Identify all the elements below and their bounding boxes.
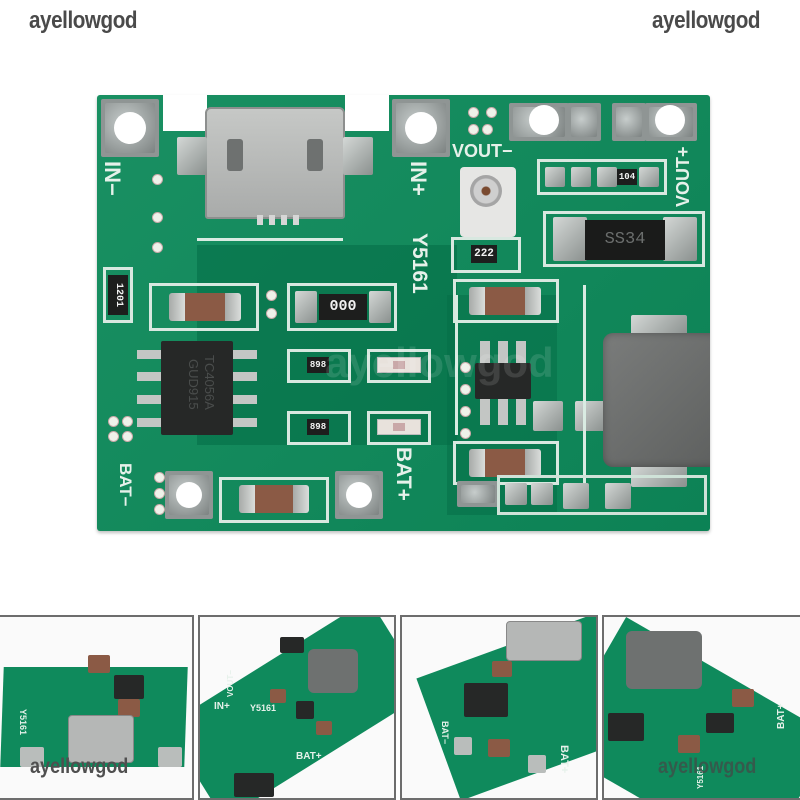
- mounting-hole: [655, 105, 685, 135]
- board-notch: [345, 95, 389, 131]
- via: [461, 429, 470, 438]
- silk-outline: [287, 283, 397, 331]
- charger-ic: TC4056A GUD915: [161, 341, 233, 435]
- capacitor: [469, 449, 541, 477]
- boost-converter-ic: [475, 363, 531, 399]
- silk-outline: [103, 267, 133, 323]
- via: [469, 125, 478, 134]
- resistor-000: 000: [319, 294, 367, 320]
- board-notch: [163, 95, 207, 131]
- smd-pad: [612, 103, 646, 141]
- ic-marking-line1: TC4056A: [202, 355, 217, 410]
- thumbnail-1[interactable]: Y5161 ayellowgod: [0, 615, 194, 800]
- thumbnail-4[interactable]: BAT+ Y5161 ayellowgod: [602, 615, 800, 800]
- mounting-hole: [346, 482, 372, 508]
- usb-slot: [227, 139, 243, 171]
- via: [123, 417, 132, 426]
- via: [123, 432, 132, 441]
- pad-bat-minus: [165, 471, 213, 519]
- via: [155, 505, 164, 514]
- label-vout-plus: VOUT+: [673, 146, 693, 207]
- mounting-hole: [176, 482, 202, 508]
- mini-inductor: [308, 649, 358, 693]
- usb-slot: [307, 139, 323, 171]
- thumbnail-2[interactable]: IN+ Y5161 BAT+ VOUT−: [198, 615, 396, 800]
- mounting-hole: [405, 112, 437, 144]
- via: [461, 407, 470, 416]
- resistor-898-bottom: 898: [307, 419, 329, 435]
- silk-outline: [537, 159, 667, 195]
- label-in-minus: IN−: [100, 161, 125, 196]
- silk-outline: [287, 349, 351, 383]
- ic-marking-line2: GUD915: [186, 359, 201, 410]
- label-board-id: Y5161: [408, 233, 431, 294]
- via: [469, 108, 478, 117]
- silk-outline: [287, 411, 351, 445]
- watermark-thumb-1: ayellowgod: [30, 755, 129, 778]
- usb-anchor-pad: [343, 137, 373, 175]
- trimmer-potentiometer: [460, 167, 516, 237]
- capacitor: [469, 287, 541, 315]
- watermark-center: ayellowgod: [325, 339, 554, 386]
- main-product-image-pcb: IN− IN+ Y5161 VOUT− VOUT+ BAT− BAT+ 1201…: [97, 95, 710, 531]
- label-bat-minus: BAT−: [116, 463, 135, 507]
- capacitor: [239, 485, 309, 513]
- resistor-898-top: 898: [307, 357, 329, 373]
- silk-outline: [219, 477, 329, 523]
- silk-outline: [543, 211, 705, 267]
- via: [153, 213, 162, 222]
- watermark-thumb-4: ayellowgod: [658, 755, 757, 778]
- mini-usb-port: [68, 715, 134, 763]
- silk-line: [197, 238, 343, 241]
- via: [461, 385, 470, 394]
- silk-outline: [367, 349, 431, 383]
- via: [461, 363, 470, 372]
- label-vout-minus: VOUT−: [452, 141, 513, 161]
- mounting-hole: [114, 112, 146, 144]
- resistor-222: 222: [471, 245, 497, 263]
- micro-usb-port: [205, 107, 345, 225]
- mini-inductor: [626, 631, 702, 689]
- resistor-104: 104: [617, 169, 637, 185]
- silk-outline: [367, 411, 431, 445]
- via: [153, 175, 162, 184]
- label-bat-plus: BAT+: [392, 447, 415, 501]
- watermark-top-left: ayellowgod: [29, 7, 138, 34]
- silk-outline: [453, 279, 559, 323]
- thumbnail-gallery: Y5161 ayellowgod IN+ Y5161 BAT+ VOUT− BA…: [0, 615, 800, 800]
- via: [487, 108, 496, 117]
- via: [153, 243, 162, 252]
- smd-pad: [567, 103, 601, 141]
- via: [109, 432, 118, 441]
- thumbnail-3[interactable]: BAT− BAT+: [400, 615, 598, 800]
- mounting-hole: [529, 105, 559, 135]
- via: [267, 291, 276, 300]
- via: [109, 417, 118, 426]
- schottky-diode-ss34: SS34: [585, 220, 665, 260]
- silk-outline: [497, 475, 707, 515]
- smd-pad: [369, 291, 391, 323]
- usb-anchor-pad: [177, 137, 207, 175]
- power-inductor: [603, 333, 710, 467]
- resistor-1201: 1201: [108, 275, 128, 315]
- label-in-plus: IN+: [406, 161, 431, 196]
- mini-usb-port: [506, 621, 582, 661]
- via: [155, 473, 164, 482]
- pad-in-minus: [101, 99, 159, 157]
- via: [155, 489, 164, 498]
- led-indicator: [377, 357, 421, 373]
- smd-pad: [295, 291, 317, 323]
- led-indicator: [377, 419, 421, 435]
- via: [267, 309, 276, 318]
- watermark-top-right: ayellowgod: [652, 7, 761, 34]
- capacitor: [169, 293, 241, 321]
- via: [483, 125, 492, 134]
- silk-outline: [149, 283, 259, 331]
- silk-outline: [451, 237, 521, 273]
